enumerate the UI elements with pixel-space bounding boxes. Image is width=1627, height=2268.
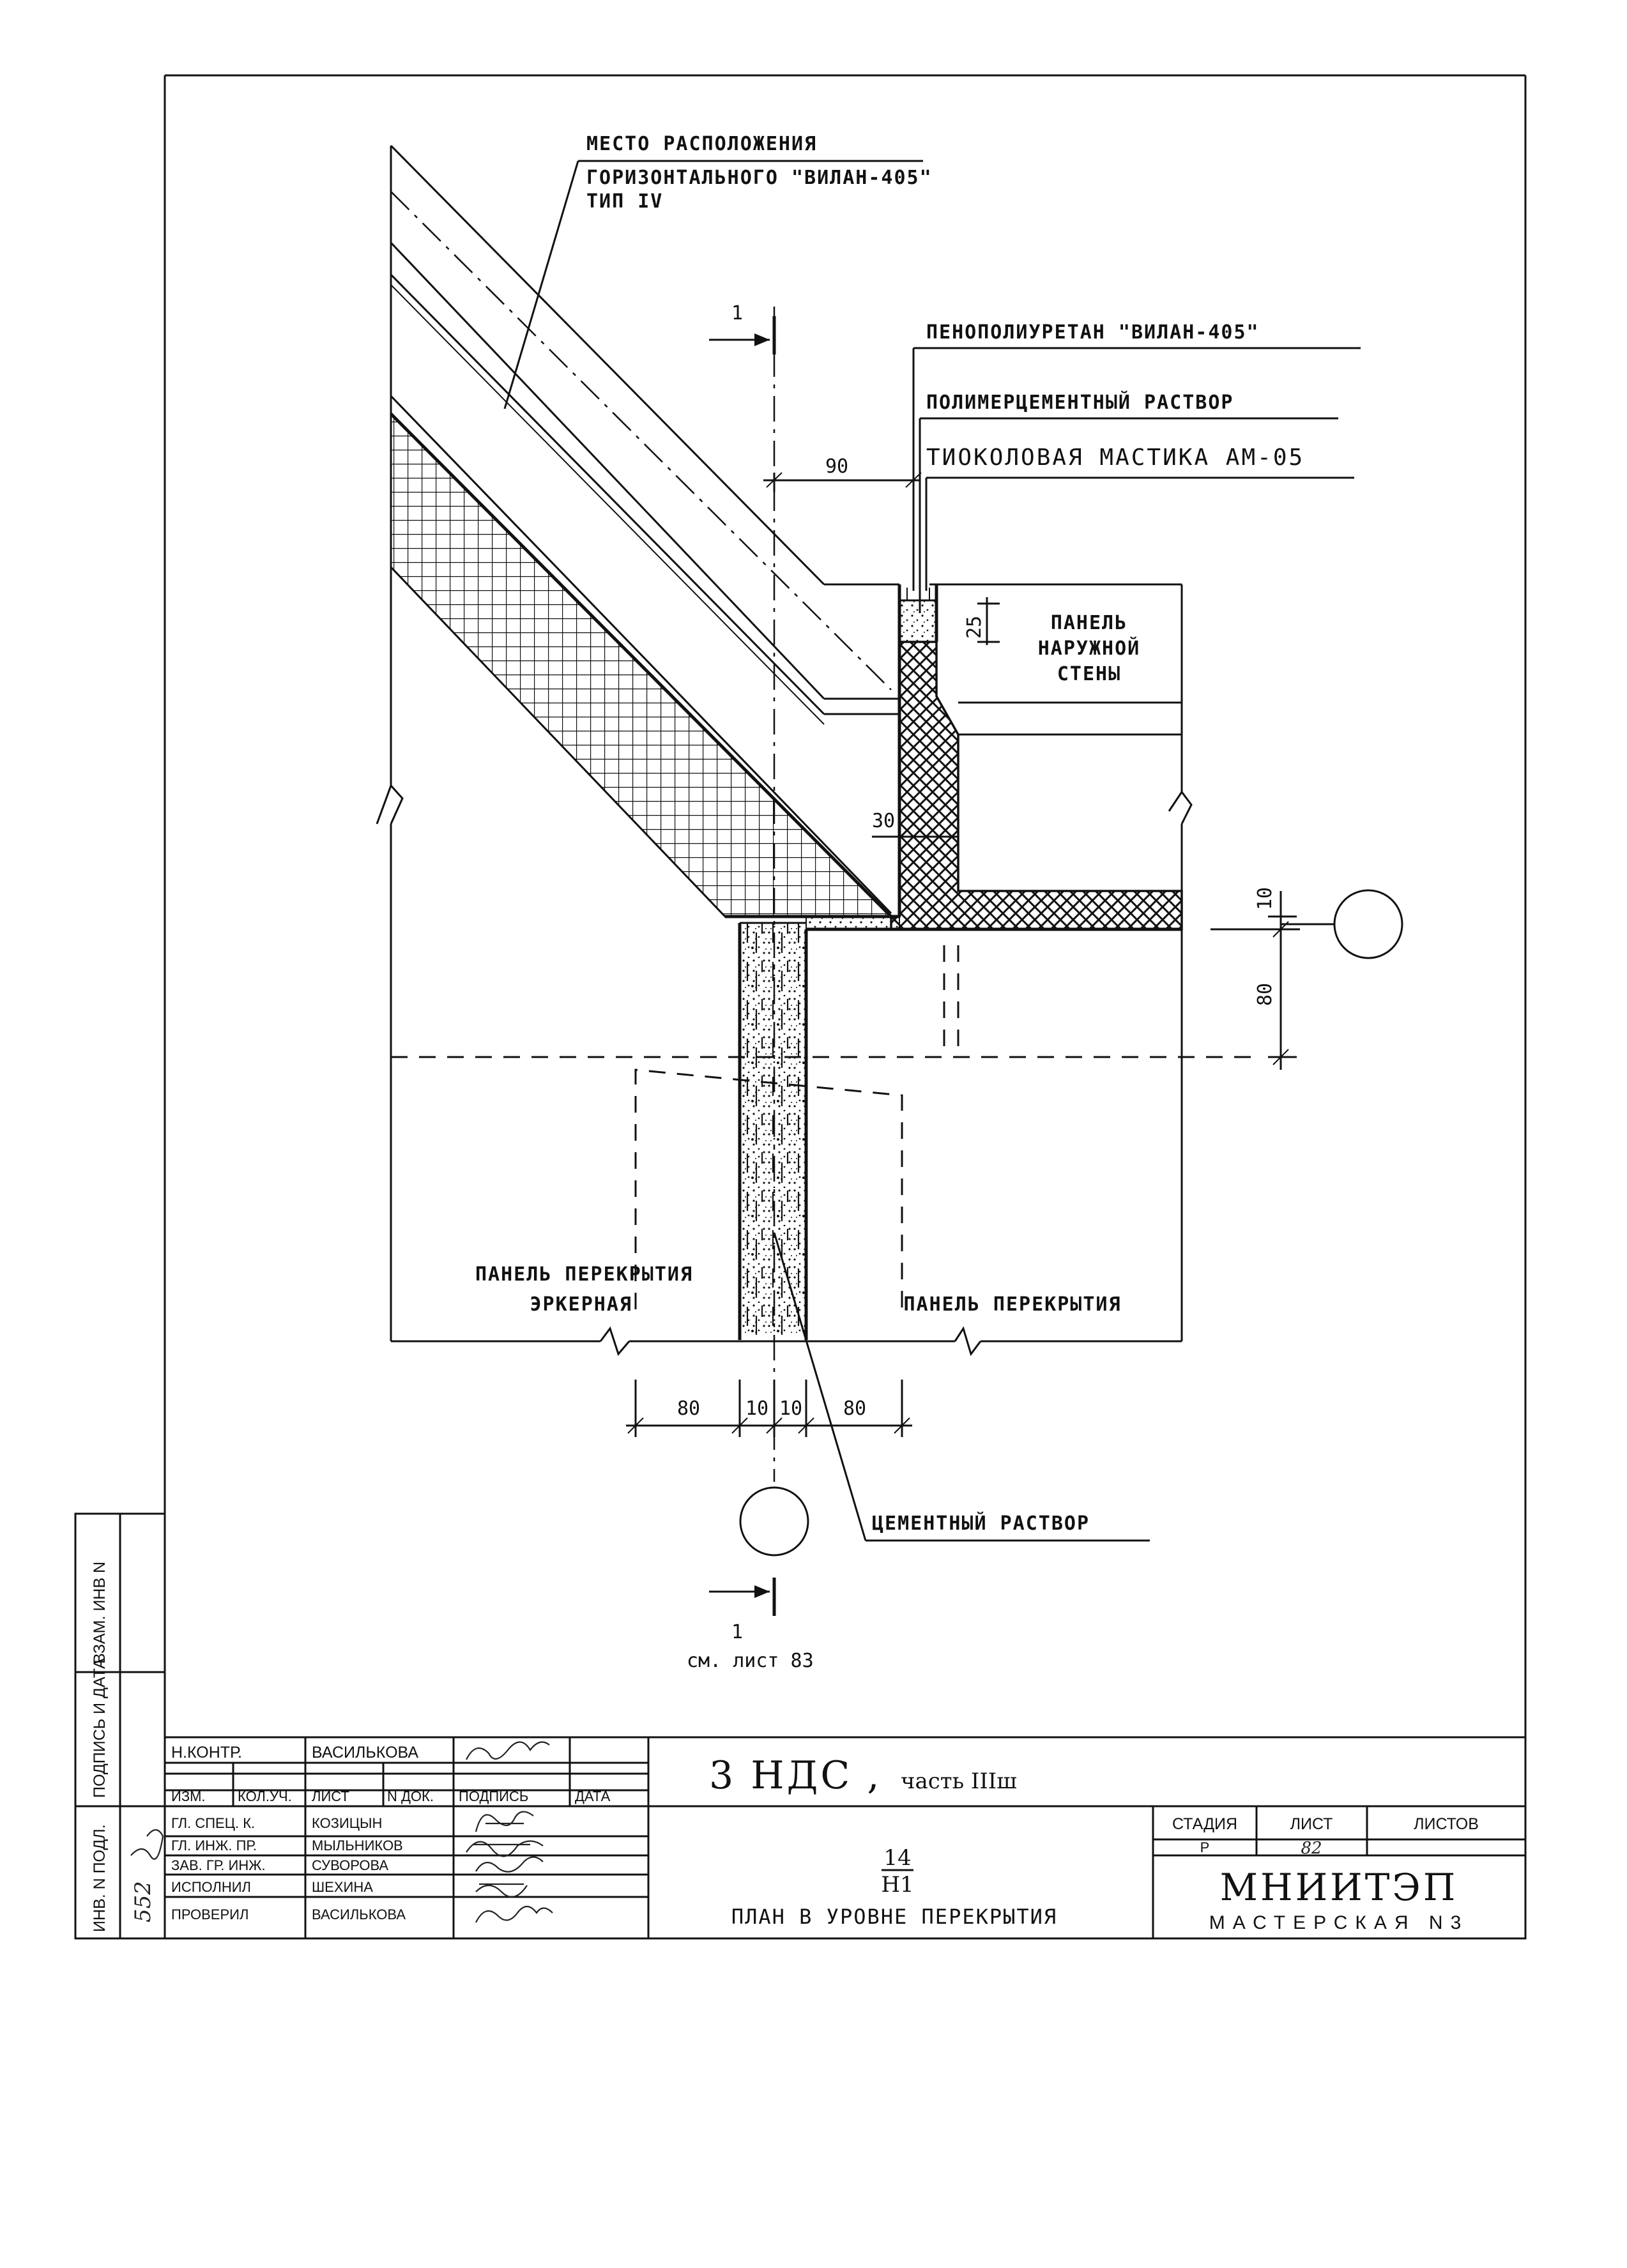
sheet-title: ПЛАН В УРОВНЕ ПЕРЕКРЫТИЯ bbox=[731, 1905, 1057, 1929]
name-4: ШЕХИНА bbox=[312, 1879, 373, 1895]
dim-bottom-10-left: 10 bbox=[745, 1397, 768, 1420]
role-3: ЗАВ. ГР. ИНЖ. bbox=[171, 1857, 266, 1873]
header-podpis: ПОДПИСЬ bbox=[459, 1788, 528, 1804]
role-2: ГЛ. ИНЖ. ПР. bbox=[171, 1838, 257, 1853]
sheet-value: 82 bbox=[1301, 1839, 1322, 1858]
dim-80-right: 80 bbox=[1254, 983, 1276, 1006]
svg-text:1: 1 bbox=[731, 302, 743, 324]
header-n-dok: N ДОК. bbox=[387, 1788, 434, 1804]
label-location-2: ГОРИЗОНТАЛЬНОГО "ВИЛАН-405" bbox=[586, 167, 933, 189]
side-stamp-inv-orig: ИНВ. N ПОДЛ. bbox=[91, 1824, 109, 1932]
stage-value: Р bbox=[1200, 1839, 1210, 1855]
signature-2 bbox=[466, 1840, 544, 1857]
dim-25: 25 bbox=[963, 616, 986, 639]
side-stamp-inv-number: 552 bbox=[130, 1881, 156, 1922]
joint-polymer-mortar-horizontal bbox=[806, 916, 900, 930]
norm-control-name: ВАСИЛЬКОВА bbox=[312, 1744, 418, 1762]
label-outer-wall-2: НАРУЖНОЙ bbox=[1038, 637, 1141, 660]
header-list: ЛИСТ bbox=[312, 1788, 349, 1804]
label-cement-mortar: ЦЕМЕНТНЫЙ РАСТВОР bbox=[872, 1512, 1090, 1535]
floor-plan-detail: 1 1 см. лист 83 bbox=[376, 144, 1403, 1672]
side-stamp-sign-date: ПОДПИСЬ И ДАТА bbox=[91, 1658, 109, 1798]
cement-mortar-strip bbox=[740, 923, 806, 1335]
side-stamp: ИНВ. N ПОДЛ. ПОДПИСЬ И ДАТА ВЗАМ. ИНВ N … bbox=[74, 1512, 166, 1940]
label-bay-floor-2: ЭРКЕРНАЯ bbox=[530, 1293, 633, 1316]
axis-marker-bottom bbox=[739, 1486, 809, 1556]
dim-90: 90 bbox=[825, 455, 848, 478]
header-izm: ИЗМ. bbox=[171, 1788, 206, 1804]
title-block: Н.КОНТР. ВАСИЛЬКОВА ИЗМ. КОЛ.УЧ. ЛИСТ N … bbox=[164, 1736, 1527, 1940]
signature-3 bbox=[475, 1856, 544, 1873]
signature-5 bbox=[475, 1905, 553, 1923]
dimensions: 90 25 30 10 80 80 10 10 80 bbox=[626, 455, 1334, 1437]
label-outer-wall-1: ПАНЕЛЬ bbox=[1051, 612, 1127, 634]
label-outer-wall-3: СТЕНЫ bbox=[1057, 663, 1121, 685]
joint-foam-vertical bbox=[890, 641, 1183, 931]
section-mark-bottom: 1 см. лист 83 bbox=[687, 1578, 814, 1672]
side-stamp-inv-repl: ВЗАМ. ИНВ N bbox=[91, 1562, 109, 1664]
label-floor-panel: ПАНЕЛЬ ПЕРЕКРЫТИЯ bbox=[903, 1293, 1121, 1316]
header-data: ДАТА bbox=[575, 1788, 611, 1804]
dim-bottom-80-right: 80 bbox=[843, 1397, 866, 1420]
see-sheet-note: см. лист 83 bbox=[687, 1650, 814, 1672]
label-location-1: МЕСТО РАСПОЛОЖЕНИЯ bbox=[586, 133, 817, 155]
role-1: ГЛ. СПЕЦ. К. bbox=[171, 1815, 255, 1831]
side-stamp-signature bbox=[130, 1829, 164, 1860]
sheet-code-denominator: Н1 bbox=[881, 1872, 913, 1898]
role-5: ПРОВЕРИЛ bbox=[171, 1906, 248, 1922]
dim-bottom-10-right: 10 bbox=[779, 1397, 802, 1420]
label-bay-floor-1: ПАНЕЛЬ ПЕРЕКРЫТИЯ bbox=[475, 1263, 693, 1286]
axis-marker-right bbox=[1333, 889, 1403, 959]
signature-4 bbox=[475, 1883, 528, 1898]
org-name: МНИИТЭП bbox=[1220, 1866, 1458, 1909]
name-2: МЫЛЬНИКОВ bbox=[312, 1838, 403, 1853]
sheet-header: ЛИСТ bbox=[1290, 1815, 1333, 1833]
sheets-header: ЛИСТОВ bbox=[1414, 1815, 1479, 1833]
dim-10-right: 10 bbox=[1254, 887, 1276, 910]
section-mark-top: 1 bbox=[709, 302, 776, 354]
signature-1 bbox=[475, 1811, 534, 1832]
project-code: 3 НДС , bbox=[709, 1753, 882, 1798]
stage-header: СТАДИЯ bbox=[1172, 1815, 1237, 1833]
project-part: часть IIIш bbox=[901, 1769, 1017, 1794]
label-foam: ПЕНОПОЛИУРЕТАН "ВИЛАН-405" bbox=[926, 321, 1260, 344]
org-unit: МАСТЕРСКАЯ N3 bbox=[1209, 1912, 1469, 1933]
name-3: СУВОРОВА bbox=[312, 1857, 388, 1873]
name-5: ВАСИЛЬКОВА bbox=[312, 1906, 406, 1922]
joint-polymer-mortar bbox=[898, 599, 938, 643]
annotations: МЕСТО РАСПОЛОЖЕНИЯ ГОРИЗОНТАЛЬНОГО "ВИЛА… bbox=[475, 133, 1361, 1542]
norm-control-signature bbox=[466, 1741, 550, 1760]
norm-control-role: Н.КОНТР. bbox=[171, 1744, 242, 1762]
dim-30: 30 bbox=[872, 810, 895, 832]
label-location-3: ТИП IV bbox=[586, 190, 663, 213]
sheet-code-numerator: 14 bbox=[883, 1845, 911, 1871]
role-4: ИСПОЛНИЛ bbox=[171, 1879, 251, 1895]
dim-bottom-80-left: 80 bbox=[677, 1397, 700, 1420]
name-1: КОЗИЦЫН bbox=[312, 1815, 382, 1831]
label-polymer-mortar: ПОЛИМЕРЦЕМЕНТНЫЙ РАСТВОР bbox=[926, 391, 1234, 414]
header-kol-uch: КОЛ.УЧ. bbox=[238, 1788, 292, 1804]
label-mastic: ТИОКОЛОВАЯ МАСТИКА АМ-05 bbox=[926, 445, 1304, 471]
svg-text:1: 1 bbox=[731, 1621, 743, 1643]
